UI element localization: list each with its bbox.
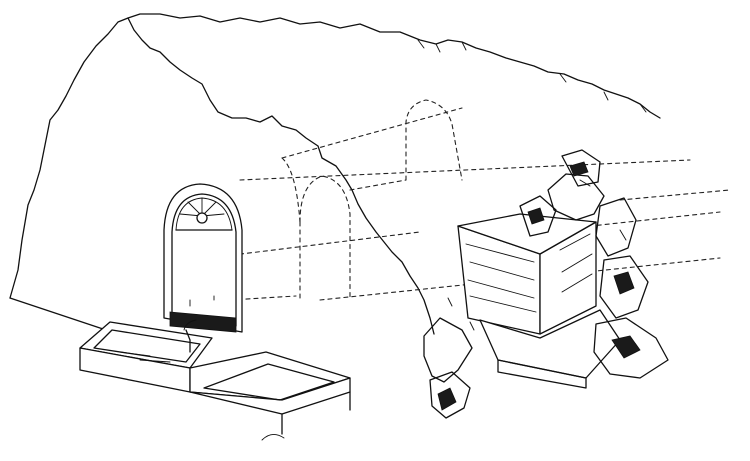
arched-window-with-fanlight [163, 183, 243, 333]
water-trough-with-spout [79, 319, 213, 393]
stone-tomb-block [457, 213, 621, 389]
rock-mound-texture [417, 39, 647, 113]
rock-mound-outline [9, 17, 435, 335]
second-trough-basin [189, 351, 351, 441]
rubble-rocks [423, 149, 669, 419]
rock-mound-ridge [127, 13, 661, 119]
hidden-vault-tunnel-dashed [175, 99, 731, 301]
